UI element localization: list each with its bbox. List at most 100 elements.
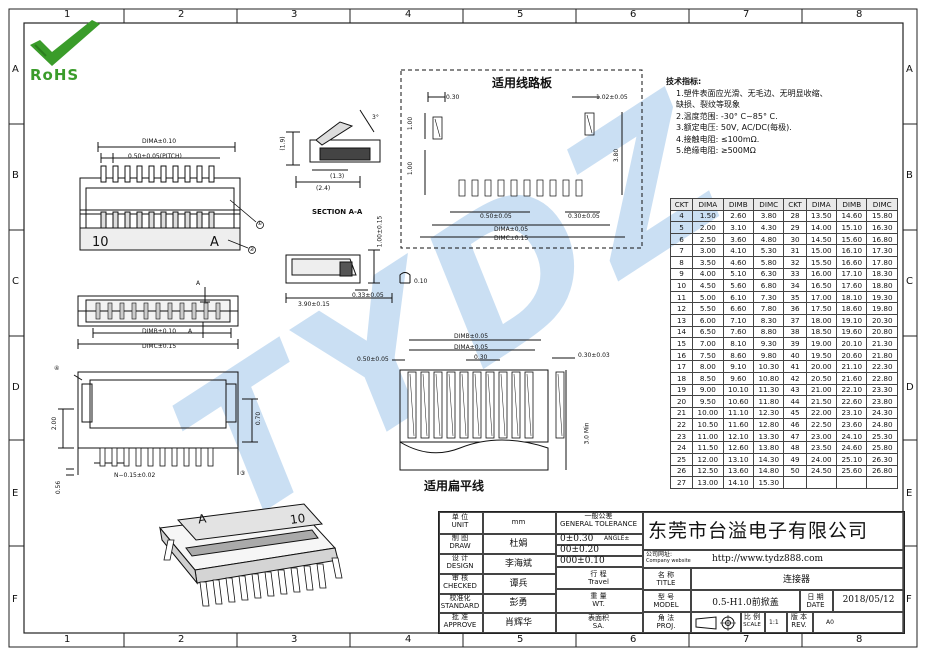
rohs-logo: RoHS: [30, 66, 80, 84]
zone-left-c: C: [12, 276, 19, 287]
tolerance-label-cn: 一般公差: [584, 512, 613, 520]
scale-label-en: SCALE: [743, 622, 761, 628]
dim-010-label: 0.10: [414, 278, 428, 285]
approve-label: 批 准 APPROVE: [438, 613, 482, 629]
spec-table-cell: 22.10: [836, 383, 868, 397]
revision-label-en: REV.: [791, 621, 807, 629]
date-label: 日 期 DATE: [799, 593, 832, 609]
draw-label-en: DRAW: [449, 542, 471, 550]
spec-table-cell: 4.60: [722, 255, 755, 269]
spec-table-cell: 13.60: [722, 464, 755, 478]
zone-bottom-3: 3: [291, 634, 298, 645]
title-label-cn: 名 称: [657, 571, 675, 579]
spec-table-cell: 30: [783, 232, 807, 246]
col-header: DIMC: [866, 198, 898, 211]
spec-table-cell: 11.60: [722, 418, 755, 431]
spec-table-cell: 10.30: [753, 360, 785, 373]
spec-table-cell: 21.10: [836, 360, 868, 373]
dim-390-label: 3.90±0.15: [298, 301, 330, 308]
dim-100-015-label: 1.00±0.15: [376, 215, 384, 248]
spec-table-cell: 12.60: [722, 441, 755, 455]
spec-table-cell: 13.80: [753, 441, 785, 455]
spec-table-cell: 16.50: [805, 279, 838, 292]
spec-table-cell: 11: [669, 290, 694, 304]
spec-table-cell: 14.30: [753, 453, 785, 466]
zone-left-b: B: [12, 170, 19, 181]
website-value: http://www.tydz888.com: [712, 554, 824, 564]
spec-table-cell: 9.10: [722, 360, 755, 373]
spec-table-cell: 21.30: [866, 337, 898, 350]
spec-table-cell: 20.50: [805, 371, 838, 385]
zone-right-e: E: [906, 488, 913, 499]
spec-table-cell: 20.30: [866, 313, 898, 327]
date-label-cn: 日 期: [807, 593, 824, 601]
spec-table-cell: 16: [669, 348, 694, 362]
spec-table-cell: 23: [669, 429, 694, 443]
spec-table-cell: 46: [783, 418, 807, 431]
spec-table-cell: 17.80: [866, 255, 898, 269]
spec-table-cell: 8.80: [753, 325, 785, 339]
spec-table-cell: 21.80: [866, 348, 898, 362]
spec-table-cell: 14.10: [722, 476, 755, 489]
spec-table-cell: 4.50: [692, 279, 724, 292]
col-header: CKT: [783, 198, 807, 211]
spec-table-cell: 24: [669, 441, 694, 455]
spec-table-cell: 23.80: [866, 395, 898, 408]
spec-table-cell: 13.30: [753, 429, 785, 443]
zone-bottom-5: 5: [517, 634, 524, 645]
spec-table-cell: 7.00: [692, 337, 724, 350]
spec-table-cell: 43: [783, 383, 807, 397]
unit-label: 单 位 UNIT: [438, 513, 482, 529]
projection-label-cn: 角 法: [657, 614, 675, 622]
spec-table-cell: 32: [783, 255, 807, 269]
spec-table-cell: 41: [783, 360, 807, 373]
spec-table-cell: 22: [669, 418, 694, 431]
checked-value: 谭兵: [509, 579, 528, 589]
spec-table-cell: 3.50: [692, 255, 724, 269]
zone-left-a: A: [12, 64, 19, 75]
spec-table-cell: 17.50: [805, 302, 838, 315]
spec-table-cell: 25: [669, 453, 694, 466]
dim-dimb-label: DIMB±0.10: [142, 328, 177, 335]
spec-table-cell: 16.60: [836, 255, 868, 269]
fpc-dim-050: 0.50±0.05: [357, 356, 389, 363]
pin-10-label: 10: [92, 235, 109, 250]
zone-left-d: D: [12, 382, 20, 393]
spec-table-cell: 23.00: [805, 429, 838, 443]
pcb-dim-030: 0.30: [446, 94, 460, 101]
spec-table-cell: 20.00: [805, 360, 838, 373]
spec-table-cell: 16.80: [866, 232, 898, 246]
spec-table-cell: 17.30: [866, 244, 898, 257]
angle-3-label: 3°: [372, 114, 379, 121]
spec-table-cell: 22.50: [805, 418, 838, 431]
spec-table-cell: 39: [783, 337, 807, 350]
spec-table-cell: 27: [669, 476, 694, 489]
section-a-a-view: [286, 109, 381, 188]
website-label-cn: 公司网址:: [646, 551, 673, 558]
website-label: 公司网址: Company website: [646, 551, 691, 565]
rohs-check-icon: [30, 20, 100, 66]
spec-table-cell: 15.80: [866, 209, 898, 223]
spec-table-cell: 5: [669, 221, 694, 234]
spec-table-cell: 42: [783, 371, 807, 385]
spec-table-cell: 3.60: [722, 232, 755, 246]
spec-table-cell: 13.50: [805, 209, 838, 223]
spec-table-cell: 20.80: [866, 325, 898, 339]
spec-table-cell: 17.10: [836, 267, 868, 281]
spec-table-cell: 22.00: [805, 406, 838, 420]
zone-bottom-7: 7: [743, 634, 750, 645]
spec-table-cell: 16.30: [866, 221, 898, 234]
spec-table-cell: 18.30: [866, 267, 898, 281]
col-header: DIMB: [722, 198, 755, 211]
